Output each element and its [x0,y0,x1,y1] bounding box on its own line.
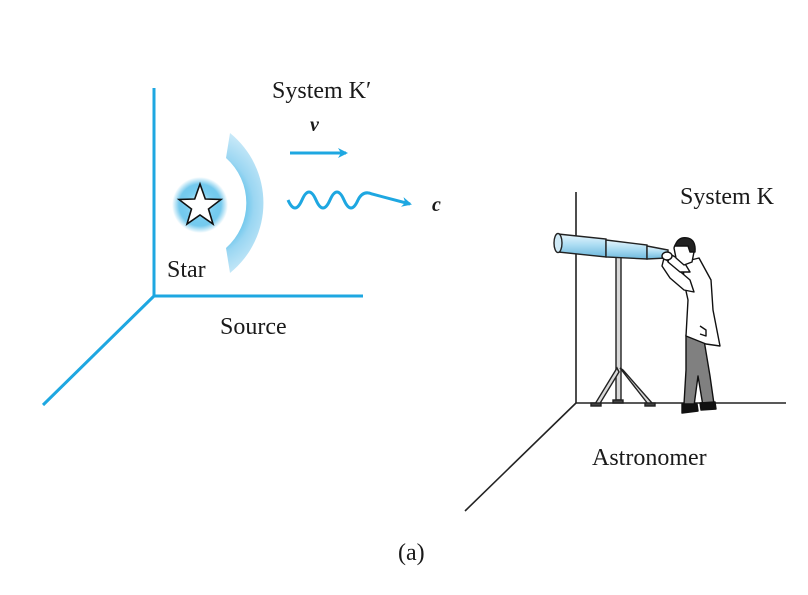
light-wave-arrow [286,190,412,210]
telescope [553,232,669,260]
observer-system-label: System K [680,184,775,210]
source-label: Source [220,314,287,340]
source-axis-depth [41,294,156,407]
figure-caption: (a) [398,540,425,566]
astronomer-label: Astronomer [592,445,707,471]
tripod [590,251,656,407]
light-wavefront [226,133,264,273]
observer-axis-depth [464,402,577,512]
observer-axes [464,192,786,512]
astronomer-figure [661,236,721,414]
source-system-label: System K′ [272,78,372,104]
light-speed-label: c [432,194,441,216]
star-label: Star [167,257,206,283]
star-icon [176,181,224,226]
source-axes [41,88,363,407]
velocity-label: v⃗ [310,114,335,136]
